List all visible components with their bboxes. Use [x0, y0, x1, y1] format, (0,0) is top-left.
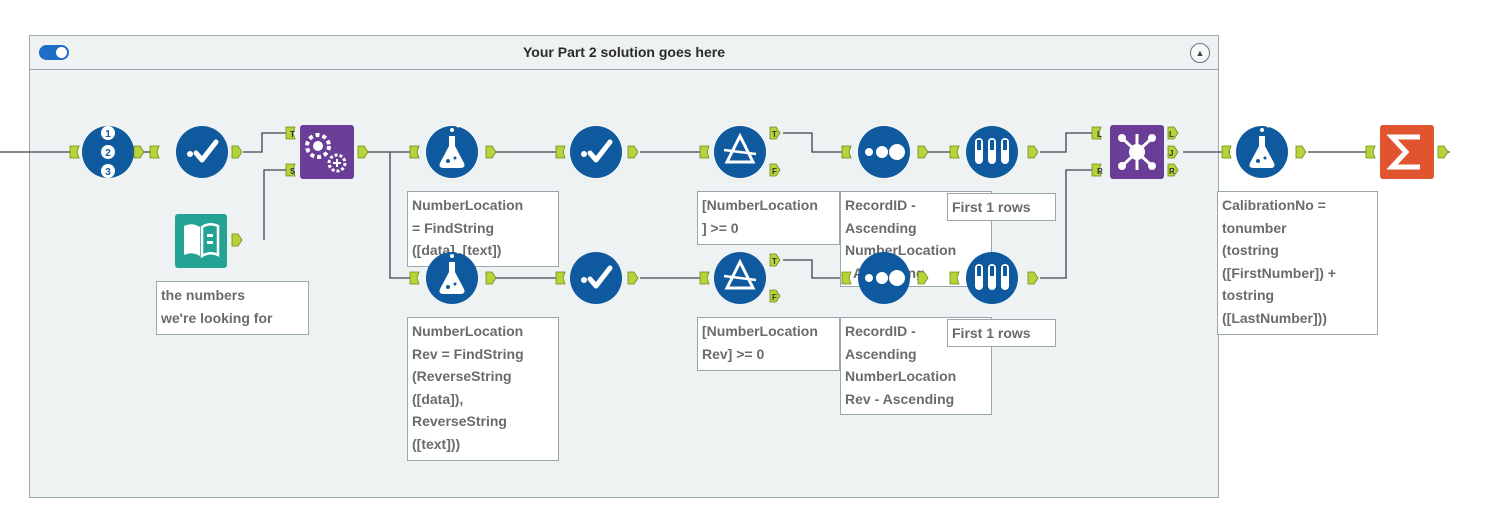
annotation-sample-top: First 1 rows: [947, 193, 1056, 221]
annotation-filter-top: [NumberLocation ] >= 0: [697, 191, 840, 245]
annotation-formula-bottom: NumberLocation Rev = FindString (Reverse…: [407, 317, 559, 461]
tool-container[interactable]: Your Part 2 solution goes here ▲: [29, 35, 1219, 498]
collapse-icon[interactable]: ▲: [1190, 43, 1210, 63]
connection-line: [783, 259, 842, 279]
connection-line: [1040, 169, 1094, 279]
connections: [0, 132, 1450, 279]
connection-line: [263, 169, 286, 240]
container-title: Your Part 2 solution goes here: [522, 44, 725, 60]
annotation-formula-top: NumberLocation = FindString ([data], [te…: [407, 191, 559, 267]
annotation-sample-bottom: First 1 rows: [947, 319, 1056, 347]
connection-line: [783, 132, 842, 153]
annotation-formula-final: CalibrationNo = tonumber (tostring ([Fir…: [1217, 191, 1378, 335]
connection-line: [243, 132, 286, 153]
connection-line: [389, 152, 410, 279]
annotation-text-input: the numbers we're looking for: [156, 281, 309, 335]
container-header: Your Part 2 solution goes here ▲: [30, 36, 1218, 70]
connection-line: [1040, 132, 1094, 153]
container-toggle[interactable]: [39, 45, 69, 60]
annotation-filter-bottom: [NumberLocation Rev] >= 0: [697, 317, 840, 371]
